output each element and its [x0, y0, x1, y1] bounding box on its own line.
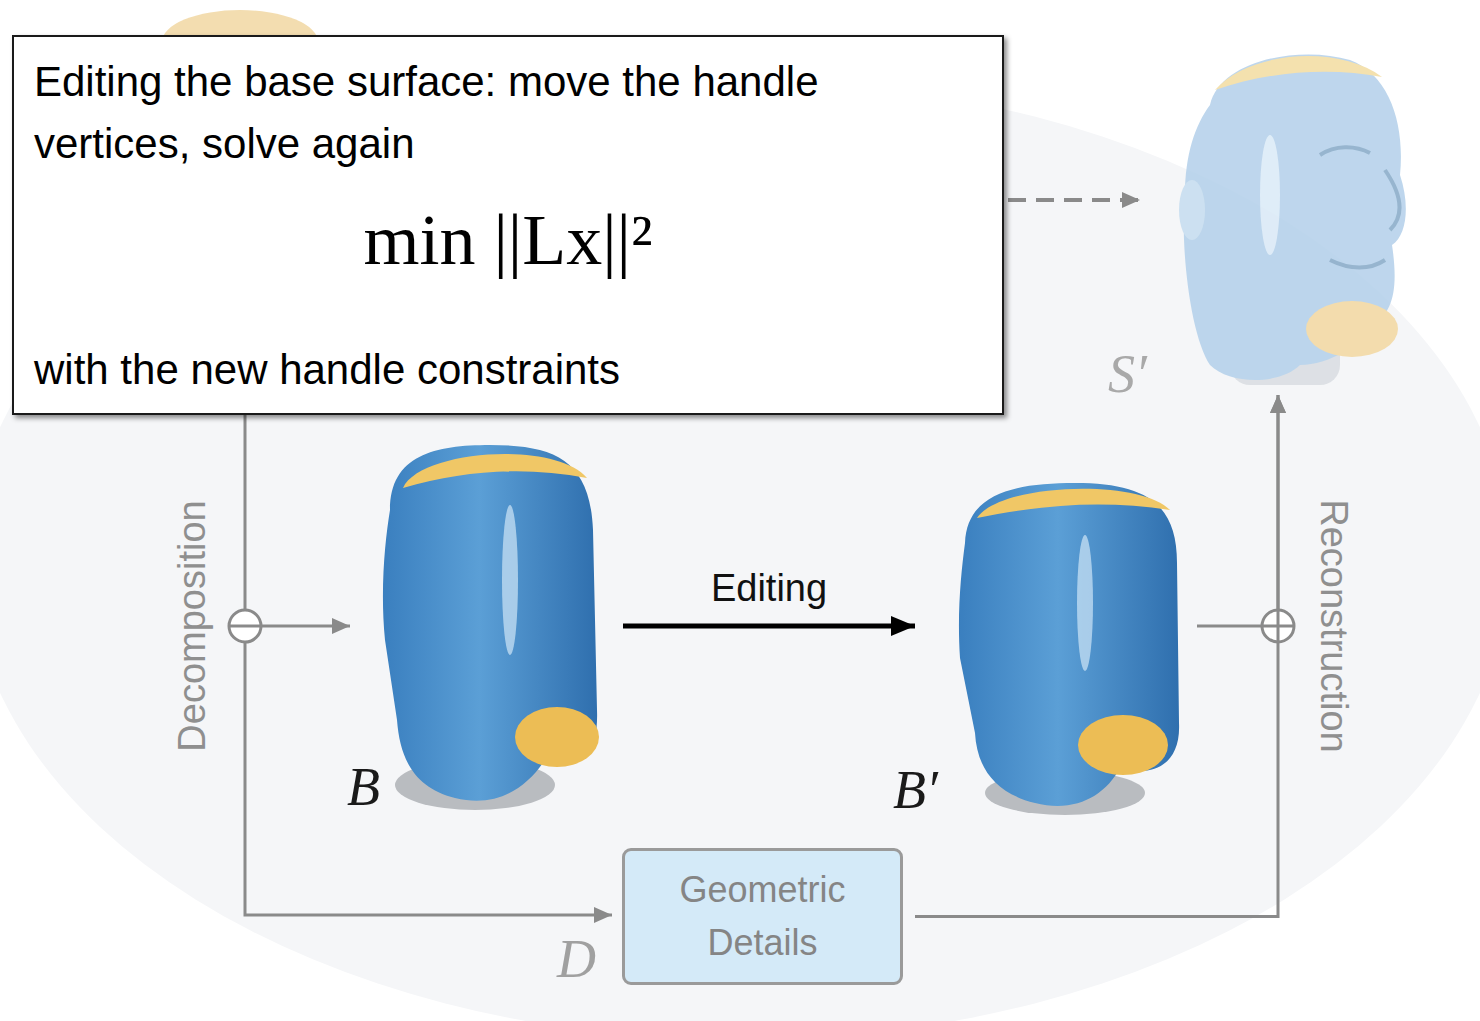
flow-label: Decomposition [172, 500, 214, 751]
surface-label: B [347, 758, 380, 817]
base-surface [383, 445, 599, 810]
edited-head [1179, 54, 1406, 385]
callout-text: Editing the base surface: move the handl… [34, 51, 984, 175]
details-label: D [557, 930, 596, 989]
surface-figure: B′ [955, 478, 1185, 818]
reconstruction-junction [1262, 610, 1294, 642]
flow-arrow [1197, 395, 1278, 626]
surface-label: B′ [893, 761, 938, 820]
edge-label: Editing [711, 568, 827, 610]
callout-text: with the new handle constraints [34, 339, 984, 401]
decomposition-junction [229, 610, 261, 642]
edited-base-surface [959, 483, 1179, 815]
decomposition-branch [261, 625, 350, 628]
flow-arrow [623, 624, 915, 629]
detail-box: Geometric DetailsD [622, 848, 903, 985]
surface-figure: S′ [1170, 45, 1410, 390]
dashed-arrow [1008, 198, 1140, 202]
formula: min ||Lx||² [14, 197, 1002, 283]
callout-box: Editing the base surface: move the handl… [12, 35, 1004, 415]
flow-arrow [915, 395, 1278, 917]
flow-label: Reconstruction [1312, 499, 1354, 752]
surface-label: S′ [1108, 345, 1147, 404]
surface-figure: B [375, 440, 605, 815]
box-text: Geometric Details [648, 864, 878, 968]
decomposition-wire [245, 410, 612, 915]
